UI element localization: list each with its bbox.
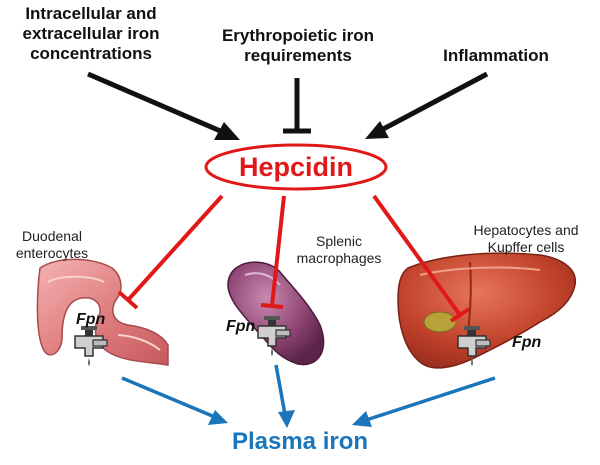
duodenum-illustration xyxy=(36,258,169,366)
efflux-arrow-liver xyxy=(352,376,496,427)
erythropoietic-line-2: requirements xyxy=(244,46,352,65)
erythropoietic-label: Erythropoietic iron requirements xyxy=(205,26,391,66)
hepcidin-ellipse xyxy=(204,143,388,191)
inhibition-spleen xyxy=(260,195,286,309)
inhibition-liver xyxy=(372,194,471,323)
iron-concentration-line-3: concentrations xyxy=(30,44,152,63)
spleen-line-2: macrophages xyxy=(296,250,382,266)
fpn-label-liver: Fpn xyxy=(512,334,542,351)
efflux-arrow-spleen xyxy=(274,364,295,428)
hepcidin-label: Hepcidin xyxy=(238,152,353,182)
liver-line-1: Hepatocytes and xyxy=(473,222,579,238)
efflux-arrow-duodenum xyxy=(121,376,228,425)
duodenum-line-1: Duodenal xyxy=(22,228,82,244)
fpn-label-spleen: Fpn xyxy=(226,318,256,335)
inflammation-text: Inflammation xyxy=(443,46,549,65)
spleen-illustration xyxy=(227,261,325,366)
duodenal-enterocytes-label: Duodenal enterocytes xyxy=(0,228,104,262)
inflammation-arrow xyxy=(365,71,489,139)
liver-line-2: Kupffer cells xyxy=(487,239,565,255)
hepatocytes-kupffer-label: Hepatocytes and Kupffer cells xyxy=(456,222,596,256)
iron-concentration-line-1: Intracellular and xyxy=(25,4,157,23)
spleen-line-1: Splenic xyxy=(316,233,362,249)
erythropoietic-inhibition-bar xyxy=(283,78,311,134)
fpn-label-duodenum: Fpn xyxy=(76,311,106,328)
faucet-icon-duodenum xyxy=(74,326,108,366)
iron-concentration-line-2: extracellular iron xyxy=(22,24,160,43)
faucet-icon-spleen xyxy=(257,316,291,356)
splenic-macrophages-label: Splenic macrophages xyxy=(284,233,394,267)
duodenum-line-2: enterocytes xyxy=(15,245,89,261)
iron-concentration-label: Intracellular and extracellular iron con… xyxy=(6,4,176,64)
faucet-icon-liver xyxy=(457,326,491,366)
iron-concentration-arrow xyxy=(87,71,240,140)
erythropoietic-line-1: Erythropoietic iron xyxy=(221,26,375,45)
inhibition-duodenum xyxy=(117,194,224,310)
plasma-iron-label: Plasma iron xyxy=(231,428,369,455)
liver-illustration xyxy=(397,252,576,369)
inflammation-label: Inflammation xyxy=(426,46,566,66)
